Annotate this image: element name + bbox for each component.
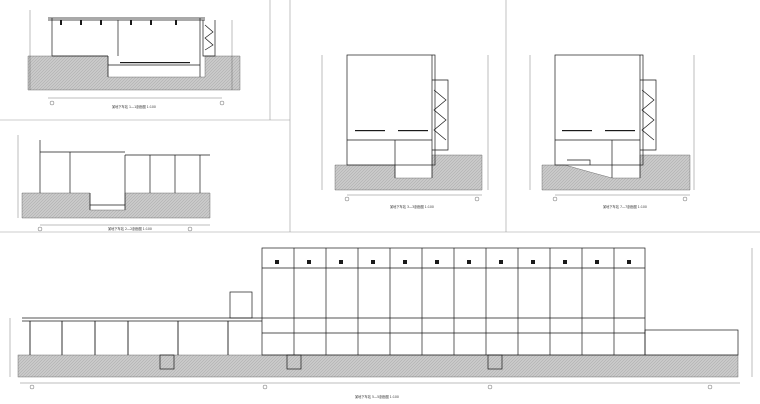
section-5-5-panel: 某地下车站 5—5剖面图 1:100 [9, 247, 753, 399]
soil-hatch [334, 154, 483, 191]
panel-caption-3: 某地下车站 3—3剖面图 1:100 [390, 204, 434, 209]
section-7-7-panel: 某地下车站 7—7剖面图 1:100 [529, 54, 695, 209]
panel-caption-4: 某地下车站 7—7剖面图 1:100 [603, 204, 647, 209]
soil-hatch [27, 55, 241, 91]
panel-caption-1: 某地下车站 1—1剖面图 1:100 [112, 104, 156, 109]
soil-hatch [21, 192, 211, 219]
panel-caption-5: 某地下车站 5—5剖面图 1:100 [355, 394, 399, 399]
section-1-1-panel: 某地下车站 1—1剖面图 1:100 [27, 10, 241, 109]
soil-hatch [541, 154, 691, 191]
soil-hatch [17, 354, 739, 378]
sheet-grid-lines [0, 0, 760, 233]
panel-caption-2: 某地下车站 2—2剖面图 1:100 [108, 226, 152, 231]
section-3-3-panel: 某地下车站 3—3剖面图 1:100 [321, 54, 489, 209]
section-2-2-panel: 某地下车站 2—2剖面图 1:100 [17, 135, 211, 232]
